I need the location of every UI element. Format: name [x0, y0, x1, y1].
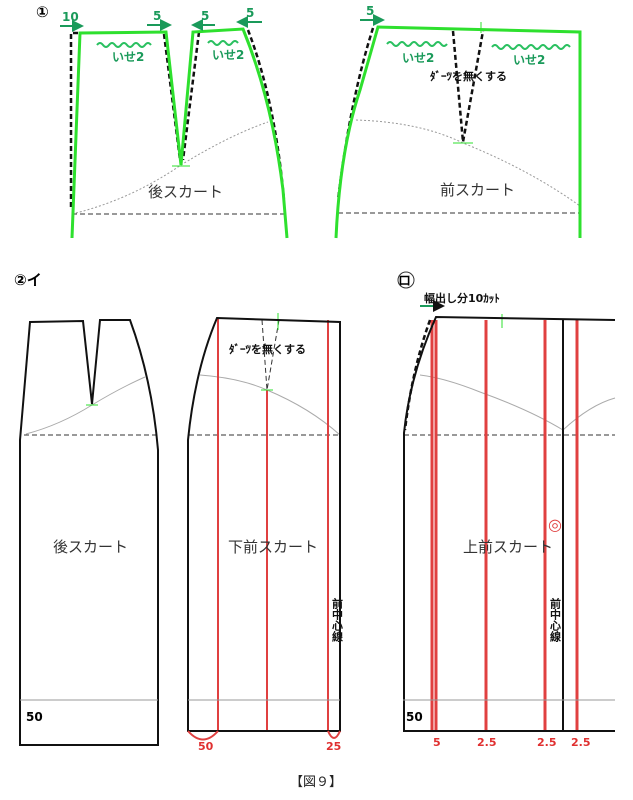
dart-note: ﾀﾞｰﾂを無くする	[229, 342, 306, 356]
ease-label: いせ2	[112, 50, 144, 64]
piece-title: 上前スカート	[463, 538, 553, 556]
arrow-label: 5	[366, 4, 374, 18]
hem-label: 50	[26, 710, 43, 724]
figure-caption: 【図９】	[290, 775, 342, 790]
center-front-line-label: 前中心線	[331, 597, 344, 643]
piece-title: 前スカート	[440, 181, 515, 199]
step-label-1: ①	[36, 3, 49, 21]
step-ro-circle	[397, 271, 415, 289]
step-label-2i: ②イ	[14, 271, 42, 289]
piece-title: 後スカート	[148, 183, 223, 201]
cut-note: 幅出し分10ｶｯﾄ	[424, 291, 500, 305]
dimension-label: 25	[326, 740, 341, 753]
panel2-upper-front-skirt: 幅出し分10ｶｯﾄ 50 ◎ 上前スカート 前中心線 5 2.5 2.5 2.5	[403, 291, 616, 749]
ease-label: いせ2	[212, 48, 244, 62]
arrow-label: 10	[62, 10, 79, 24]
hem-label: 50	[406, 710, 423, 724]
arrow-label: 5	[201, 9, 209, 23]
step-label-ro: ロ	[398, 274, 411, 289]
arrow-label: 5	[246, 6, 254, 20]
dimension-label: 2.5	[537, 736, 557, 749]
panel1-back-skirt: いせ2 いせ2 10 5 5 5 後スカート	[60, 6, 289, 239]
ease-label: いせ2	[402, 51, 434, 65]
panel1-front-skirt: いせ2 いせ2 5 ﾀﾞｰﾂを無くする 前スカート	[334, 4, 582, 239]
dimension-label: 2.5	[571, 736, 591, 749]
piece-title: 後スカート	[53, 538, 128, 556]
ease-label: いせ2	[513, 53, 545, 67]
dimension-label: 50	[198, 740, 214, 753]
center-front-line-label: 前中心線	[549, 597, 562, 643]
panel2-lower-front-skirt: 50 25 ﾀﾞｰﾂを無くする 下前スカート 前中心線	[187, 313, 344, 753]
dimension-label: 5	[433, 736, 441, 749]
panel2-back-skirt: 50 後スカート	[19, 319, 159, 746]
arrow-label: 5	[153, 9, 161, 23]
double-circle-symbol: ◎	[548, 515, 562, 534]
piece-title: 下前スカート	[228, 538, 318, 556]
dart-note: ﾀﾞｰﾂを無くする	[430, 69, 507, 83]
dimension-label: 2.5	[477, 736, 497, 749]
